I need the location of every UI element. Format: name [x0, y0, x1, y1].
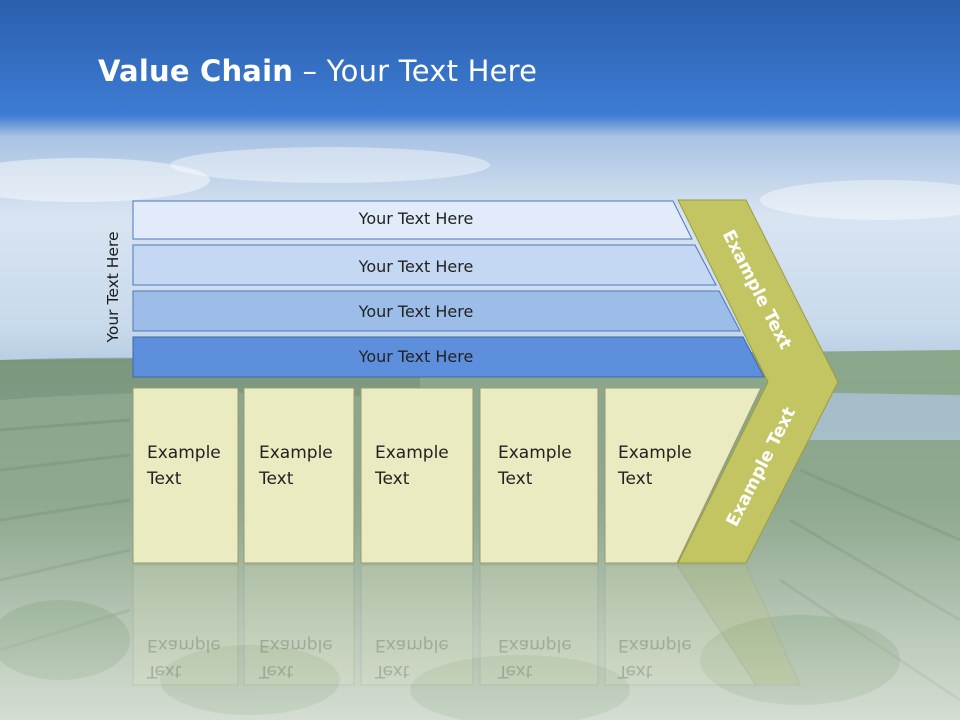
cell-5-line1: Example: [618, 443, 692, 463]
cell-4-line2: Text: [498, 469, 533, 489]
support-row-4: [132, 336, 765, 378]
primary-cell-2: [243, 387, 355, 564]
primary-cell-3: [360, 387, 474, 564]
primary-cell-1: [132, 387, 239, 564]
support-row-1-label: Your Text Here: [358, 209, 474, 228]
support-row-3: [132, 290, 741, 332]
primary-cell-5-label: Example Text: [618, 440, 692, 492]
support-row-4-label: Your Text Here: [358, 347, 474, 366]
primary-cell-5: [604, 387, 762, 564]
slide-title: Value Chain – Your Text Here: [98, 54, 537, 88]
cell-3-line1: Example: [375, 443, 449, 463]
support-row-2-label: Your Text Here: [358, 257, 474, 276]
support-row-2: [132, 244, 717, 286]
primary-cell-1-label: Example Text: [147, 440, 221, 492]
cell-3-line2: Text: [375, 469, 410, 489]
cell-4-line1: Example: [498, 443, 572, 463]
support-row-3-label: Your Text Here: [358, 302, 474, 321]
primary-cell-2-label: Example Text: [259, 440, 333, 492]
title-bold: Value Chain: [98, 54, 294, 88]
primary-cell-3-label: Example Text: [375, 440, 449, 492]
cell-1-line2: Text: [147, 469, 182, 489]
support-row-1: [132, 200, 693, 240]
cell-5-line2: Text: [618, 469, 653, 489]
cells-reflection: [132, 564, 801, 686]
primary-cell-4: [479, 387, 599, 564]
cell-2-line2: Text: [259, 469, 294, 489]
primary-cell-4-label: Example Text: [498, 440, 572, 492]
margin-chevron: [677, 199, 839, 564]
cell-2-line1: Example: [259, 443, 333, 463]
title-rest: – Your Text Here: [293, 54, 538, 88]
cell-1-line1: Example: [147, 443, 221, 463]
